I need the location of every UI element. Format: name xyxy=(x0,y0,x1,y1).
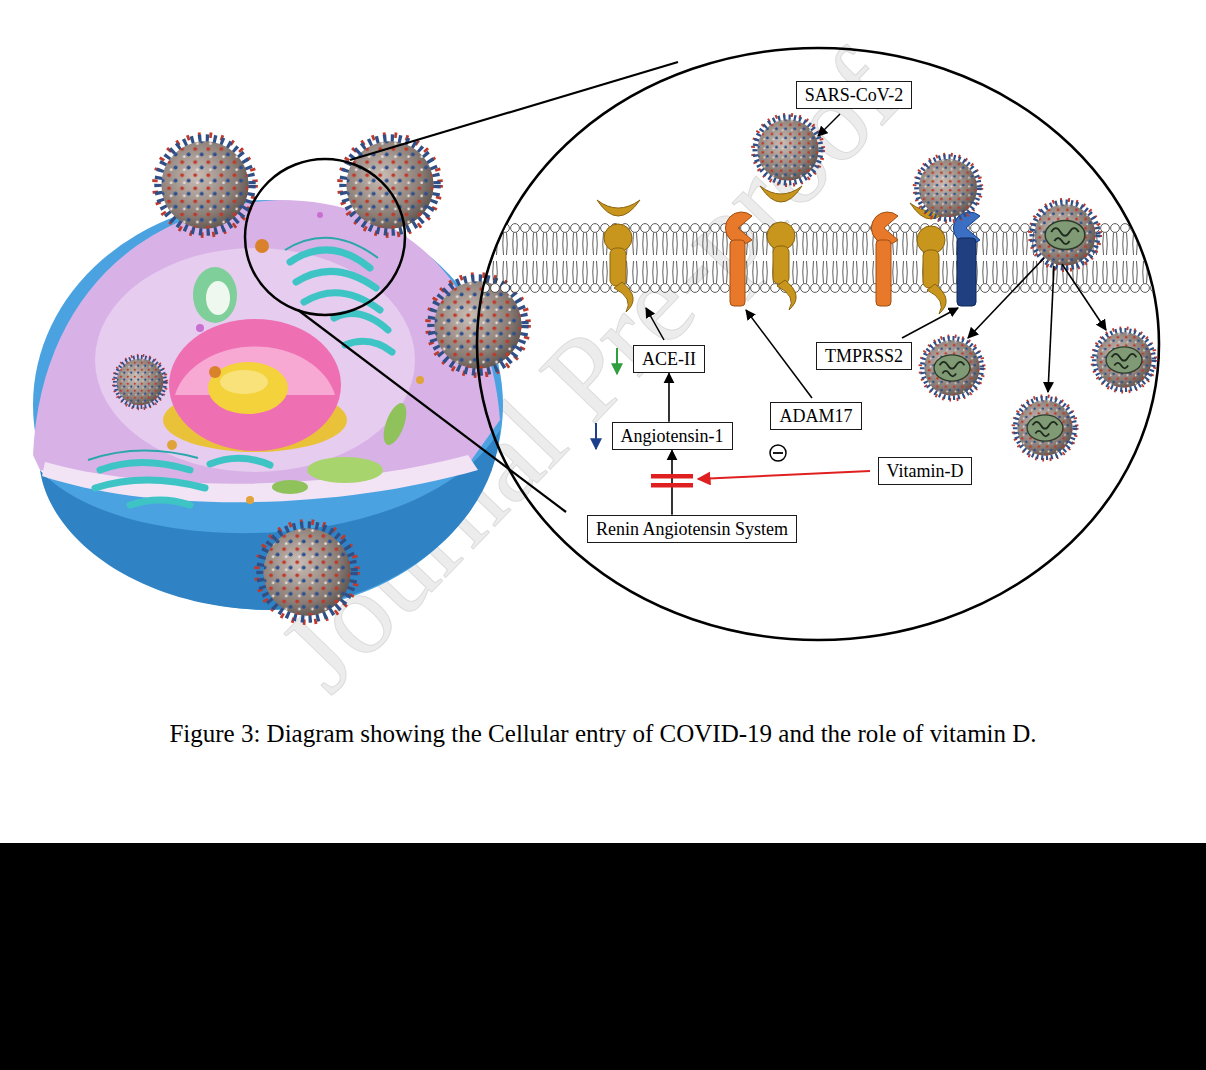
label-text: TMPRSS2 xyxy=(825,346,903,367)
adam17-protease xyxy=(871,212,898,306)
label-box: TMPRSS2 xyxy=(816,342,912,371)
block-symbol xyxy=(651,474,693,488)
magnified-circle xyxy=(477,48,1159,640)
inhibition-symbol xyxy=(770,445,786,461)
label-text: Renin Angiotensin System xyxy=(596,519,788,540)
zoom-circle xyxy=(245,159,405,315)
zoom-line xyxy=(350,62,678,160)
vitamin-d-arrow xyxy=(698,471,870,479)
label-box: Vitamin-D xyxy=(878,457,973,486)
pathway-arrow xyxy=(668,373,670,421)
label-text: SARS-CoV-2 xyxy=(805,85,903,106)
page-band xyxy=(0,843,1206,1070)
membrane-proteins xyxy=(597,186,980,314)
label-box: Angiotensin-1 xyxy=(612,422,733,451)
label-box: SARS-CoV-2 xyxy=(796,81,912,110)
label-text: Angiotensin-1 xyxy=(621,426,724,447)
virus-particles xyxy=(113,135,528,622)
label-box: ACE-II xyxy=(633,345,705,374)
zoom-line xyxy=(298,310,566,512)
label-box: ADAM17 xyxy=(770,402,861,431)
decrease-arrow xyxy=(616,348,618,374)
virus-particles xyxy=(753,115,1156,460)
ace2-receptor xyxy=(760,186,802,310)
cell-drawing xyxy=(33,200,503,610)
adam17-protease xyxy=(725,212,752,306)
tmprss2-protease xyxy=(953,212,980,306)
label-box: Renin Angiotensin System xyxy=(587,515,797,544)
label-text: Vitamin-D xyxy=(887,461,964,482)
decrease-arrow xyxy=(595,423,597,449)
label-text: ACE-II xyxy=(642,349,696,370)
ace2-receptor xyxy=(597,200,640,312)
release-arrows xyxy=(968,258,1106,392)
figure-caption: Figure 3: Diagram showing the Cellular e… xyxy=(0,720,1206,748)
pathway-arrow xyxy=(671,450,673,514)
label-text: ADAM17 xyxy=(779,406,852,427)
